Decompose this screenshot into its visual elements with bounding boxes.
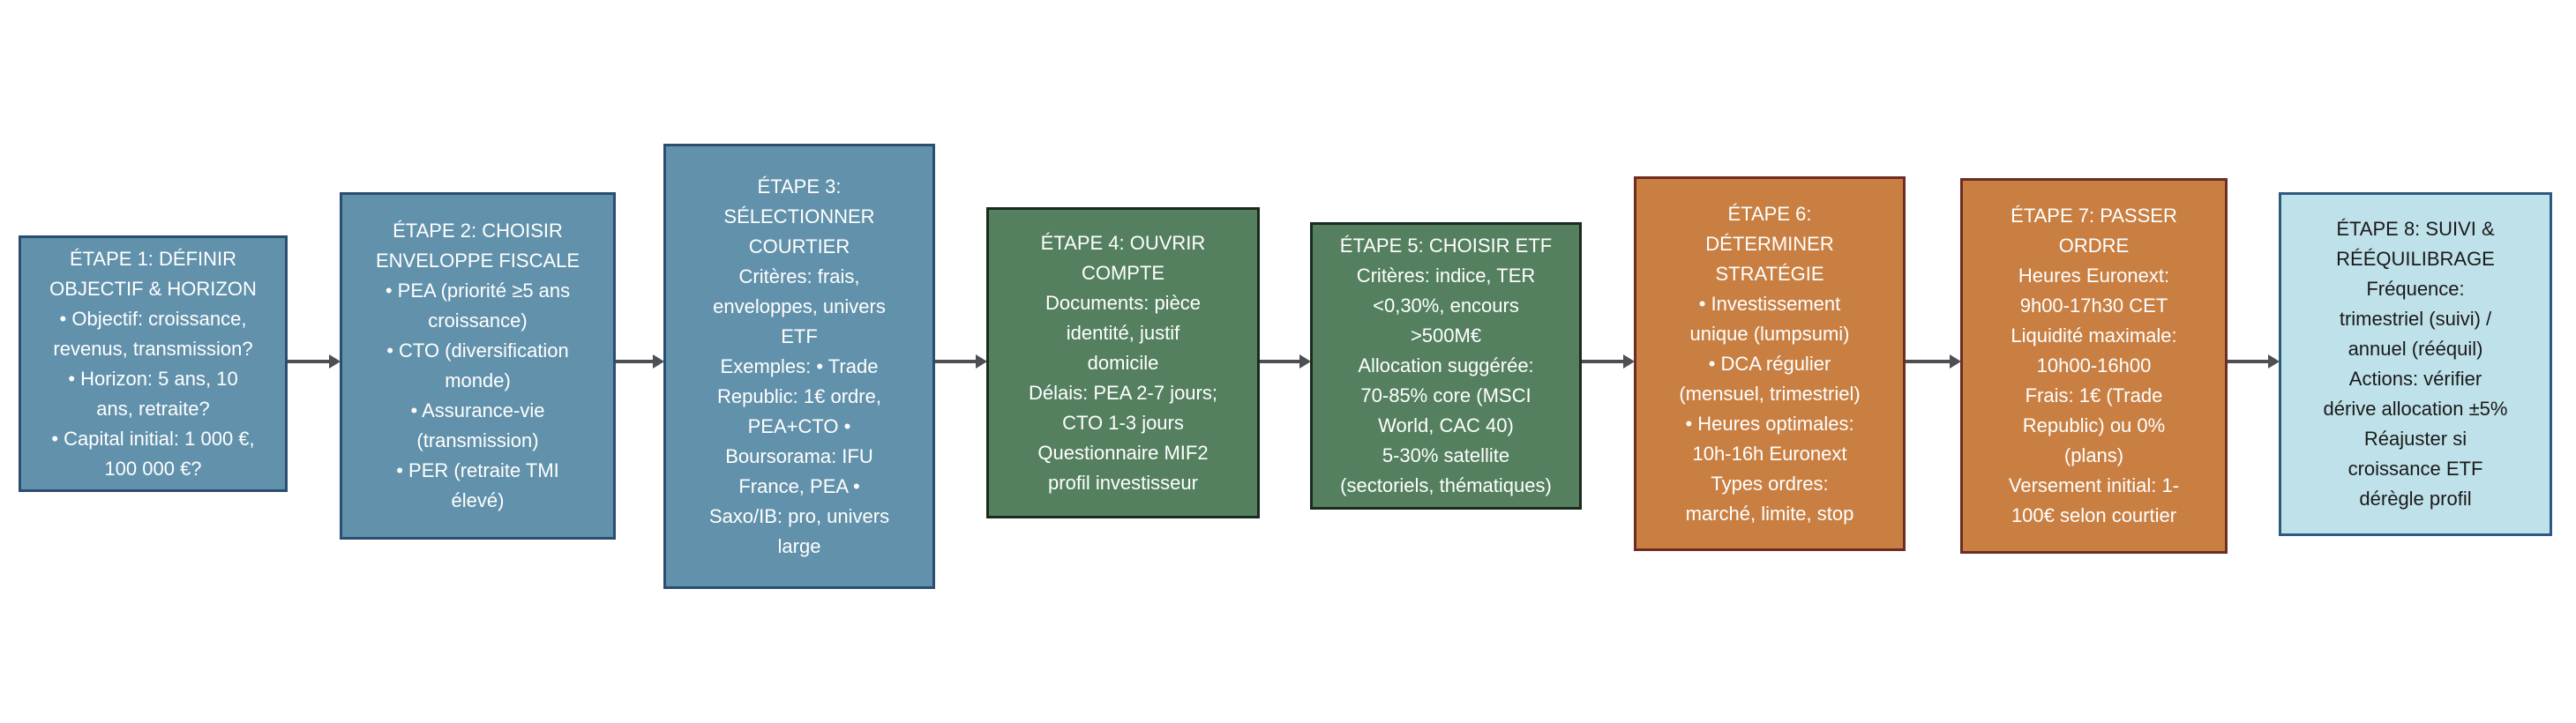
step-title: ÉTAPE 5: CHOISIR ETF — [1339, 235, 1553, 257]
flow-arrow-6-7 — [1906, 354, 1961, 369]
step-box-2: ÉTAPE 2: CHOISIR ENVELOPPE FISCALE • PEA… — [340, 192, 616, 540]
flow-arrow-2-3 — [616, 354, 664, 369]
step-title: ÉTAPE 7: PASSER ORDRE — [2011, 205, 2177, 257]
step-details: Fréquence: trimestriel (suivi) / annuel … — [2323, 278, 2508, 510]
step-title: ÉTAPE 4: OUVRIR COMPTE — [1040, 231, 1206, 284]
arrowhead-icon — [1950, 354, 1961, 369]
step-details: • Investissement unique (lumpsumi) • DCA… — [1679, 292, 1861, 525]
step-box-4: ÉTAPE 4: OUVRIR COMPTE Documents: pièce … — [986, 207, 1260, 518]
flow-arrow-5-6 — [1582, 354, 1635, 369]
step-details: Documents: pièce identité, justif domici… — [1029, 291, 1217, 494]
arrowhead-icon — [2268, 354, 2280, 369]
step-details: • PEA (priorité ≥5 ans croissance) • CTO… — [385, 280, 571, 511]
step-title: ÉTAPE 8: SUIVI & RÉÉQUILIBRAGE — [2336, 218, 2495, 270]
step-box-6: ÉTAPE 6: DÉTERMINER STRATÉGIE • Investis… — [1634, 176, 1906, 551]
step-box-1: ÉTAPE 1: DÉFINIR OBJECTIF & HORIZON • Ob… — [19, 235, 288, 492]
arrowhead-icon — [1299, 354, 1311, 369]
step-box-3: ÉTAPE 3: SÉLECTIONNER COURTIER Critères:… — [663, 144, 935, 589]
arrowhead-icon — [1623, 354, 1635, 369]
arrowhead-icon — [329, 354, 341, 369]
step-title: ÉTAPE 1: DÉFINIR OBJECTIF & HORIZON — [49, 247, 257, 300]
arrowhead-icon — [653, 354, 664, 369]
step-details: Heures Euronext: 9h00-17h30 CET Liquidit… — [2008, 265, 2180, 526]
step-title: ÉTAPE 2: CHOISIR ENVELOPPE FISCALE — [375, 220, 580, 272]
flow-arrow-4-5 — [1260, 354, 1311, 369]
flow-arrow-3-4 — [935, 354, 987, 369]
step-details: Critères: indice, TER <0,30%, encours >5… — [1340, 265, 1552, 496]
step-box-5: ÉTAPE 5: CHOISIR ETF Critères: indice, T… — [1310, 222, 1582, 510]
flow-arrow-1-2 — [288, 354, 341, 369]
flow-arrow-7-8 — [2228, 354, 2280, 369]
step-box-8: ÉTAPE 8: SUIVI & RÉÉQUILIBRAGE Fréquence… — [2279, 192, 2552, 536]
step-details: Critères: frais, enveloppes, univers ETF… — [708, 265, 890, 557]
step-box-7: ÉTAPE 7: PASSER ORDRE Heures Euronext: 9… — [1960, 178, 2228, 554]
step-title: ÉTAPE 6: DÉTERMINER STRATÉGIE — [1705, 202, 1834, 285]
step-title: ÉTAPE 3: SÉLECTIONNER COURTIER — [723, 175, 875, 257]
arrowhead-icon — [976, 354, 987, 369]
step-details: • Objectif: croissance, revenus, transmi… — [51, 307, 255, 480]
